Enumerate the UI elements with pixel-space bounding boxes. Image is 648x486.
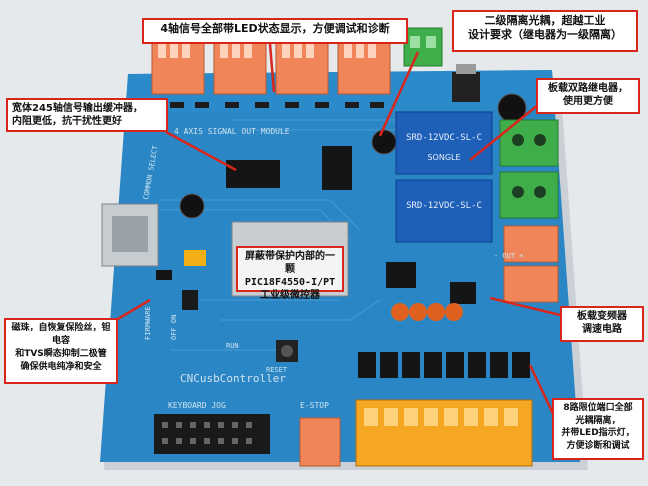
callout-mcu-line2: PIC18F4550-I/PT <box>244 277 336 288</box>
callout-mcu-line3: 工业级微控器 <box>260 290 320 301</box>
orange-terminal-right-1 <box>503 225 559 263</box>
optocoupler-top <box>322 146 352 190</box>
callout-opto-line1: 二级隔离光耦，超越工业 <box>484 14 606 27</box>
callout-inverter: 板载变频器 调速电路 <box>560 306 644 342</box>
callout-relay-line1: 板载双路继电器， <box>548 83 628 94</box>
buffer-chip-245 <box>226 160 280 188</box>
callout-buffer: 宽体245轴信号输出缓冲器， 内阻更低，抗干扰性更好 <box>6 98 168 132</box>
capacitor-mid <box>371 129 397 155</box>
callout-opto-line2: 设计要求（继电器为一级隔离） <box>468 28 622 42</box>
green-terminal-top <box>403 27 443 67</box>
board-name-label: CNCusbController <box>180 372 286 385</box>
limit-optocouplers <box>358 352 530 378</box>
tantalum-capacitor <box>184 250 206 266</box>
reset-label: RESET <box>266 366 288 374</box>
orange-terminal-right-2 <box>503 265 559 303</box>
callout-relay-line2: 使用更方便 <box>563 96 613 107</box>
onoff-label-group: OFF ON <box>170 315 178 340</box>
callout-arrows <box>115 43 561 421</box>
axis-leds <box>170 102 384 108</box>
relay-bottom <box>395 179 493 243</box>
top-terminal-blocks <box>151 37 391 95</box>
keyboard-label: KEYBOARD JOG <box>168 401 226 410</box>
callout-relay: 板载双路继电器， 使用更方便 <box>536 78 640 114</box>
callout-protect-line1: 磁珠，自恢复保险丝，钽电容 <box>11 323 111 347</box>
callout-limit-line1: 8路限位端口全部 <box>563 403 633 413</box>
callout-axis-led-text: 4轴信号全部带LED状态显示，方便调试和诊断 <box>160 22 390 35</box>
relay-brand-text: SONGLE <box>427 153 460 162</box>
callout-protect-line2: 和TVS瞬态抑制二极管 <box>15 349 107 360</box>
callout-buffer-line2: 内阻更低，抗干扰性更好 <box>12 116 122 127</box>
estop-label: E-STOP <box>300 401 329 410</box>
relay-top <box>395 111 493 175</box>
keyboard-header <box>154 414 270 454</box>
callout-limit-line3: 并带LED指示灯， <box>561 428 635 439</box>
relay-bottom-text: SRD-12VDC-SL-C <box>406 201 482 211</box>
callout-mcu-line1: 屏蔽带保护内部的一颗 <box>245 251 335 275</box>
callout-axis-led: 4轴信号全部带LED状态显示，方便调试和诊断 <box>142 18 408 44</box>
inverter-capacitors <box>391 303 463 321</box>
firmware-label-group: FIRMWARE <box>144 306 152 340</box>
estop-terminal <box>299 417 341 467</box>
callout-optocoupler: 二级隔离光耦，超越工业 设计要求（继电器为一级隔离） <box>452 10 638 52</box>
callout-protection: 磁珠，自恢复保险丝，钽电容 和TVS瞬态抑制二极管 确保供电纯净和安全 <box>4 318 118 384</box>
callout-protect-line3: 确保供电纯净和安全 <box>20 362 102 373</box>
callout-limit: 8路限位端口全部 光耦隔离， 并带LED指示灯， 方便诊断和调试 <box>552 398 644 460</box>
relays: SRD-12VDC-SL-C SRD-12VDC-SL-C SONGLE <box>395 111 493 243</box>
inverter-chip <box>386 262 416 288</box>
out-label: - OUT + <box>494 252 524 260</box>
green-terminal-right-2 <box>499 171 559 219</box>
callout-buffer-line1: 宽体245轴信号输出缓冲器， <box>12 103 143 114</box>
axis-label: 4 AXIS SIGNAL OUT MODULE <box>174 127 290 136</box>
callout-inverter-line1: 板载变频器 <box>577 311 627 322</box>
relay-top-text: SRD-12VDC-SL-C <box>406 133 482 143</box>
green-terminal-right-1 <box>499 119 559 167</box>
onoff-label: OFF ON <box>170 315 178 340</box>
callout-inverter-line2: 调速电路 <box>582 324 622 335</box>
callout-limit-line2: 光耦隔离， <box>575 415 621 426</box>
voltage-regulator <box>452 72 480 102</box>
capacitor-left <box>179 193 205 219</box>
firmware-label: FIRMWARE <box>144 306 152 340</box>
callout-mcu: 屏蔽带保护内部的一颗 PIC18F4550-I/PT 工业级微控器 <box>236 246 344 301</box>
callout-limit-line4: 方便诊断和调试 <box>566 440 630 451</box>
run-label: RUN <box>226 342 239 350</box>
